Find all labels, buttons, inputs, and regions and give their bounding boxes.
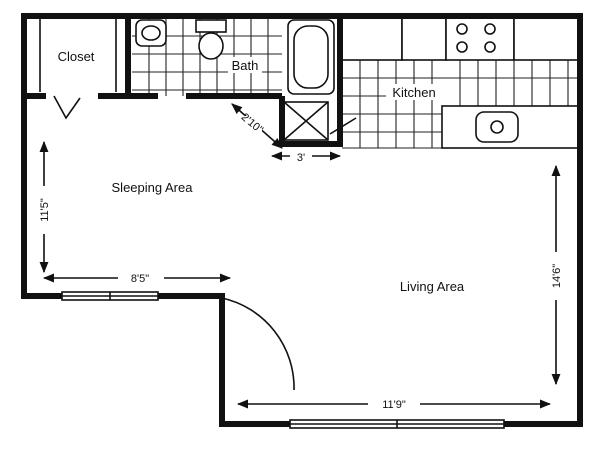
sleeping-area-label: Sleeping Area bbox=[112, 180, 194, 195]
bath-label: Bath bbox=[232, 58, 259, 73]
stove-burner-icon bbox=[456, 23, 468, 35]
stove-burner-icon bbox=[484, 23, 496, 35]
stove bbox=[445, 17, 515, 61]
closet-width-label: 3' bbox=[297, 152, 305, 164]
utility-closet bbox=[283, 101, 357, 141]
kitchen-label: Kitchen bbox=[392, 85, 435, 100]
closet-details bbox=[39, 18, 117, 120]
living-height-label: 14'6" bbox=[551, 264, 563, 288]
entry-door bbox=[221, 297, 295, 391]
toilet-icon bbox=[198, 32, 224, 60]
closet-label: Closet bbox=[58, 49, 95, 64]
stove-burner-icon bbox=[456, 41, 468, 53]
sleeping-height-label: 11'5" bbox=[39, 198, 51, 222]
living-width-label: 11'9" bbox=[382, 399, 406, 411]
closet-door-icon bbox=[53, 95, 81, 120]
stove-burner-icon bbox=[484, 41, 496, 53]
bath-closet-wall bbox=[24, 16, 343, 147]
bath-fixtures bbox=[135, 19, 335, 95]
living-window bbox=[289, 417, 505, 431]
toilet-tank-icon bbox=[195, 19, 227, 33]
outer-wall bbox=[21, 13, 583, 427]
sleeping-width-label: 8'5" bbox=[131, 273, 149, 285]
living-area-label: Living Area bbox=[400, 279, 465, 294]
sleeping-window bbox=[61, 289, 159, 303]
